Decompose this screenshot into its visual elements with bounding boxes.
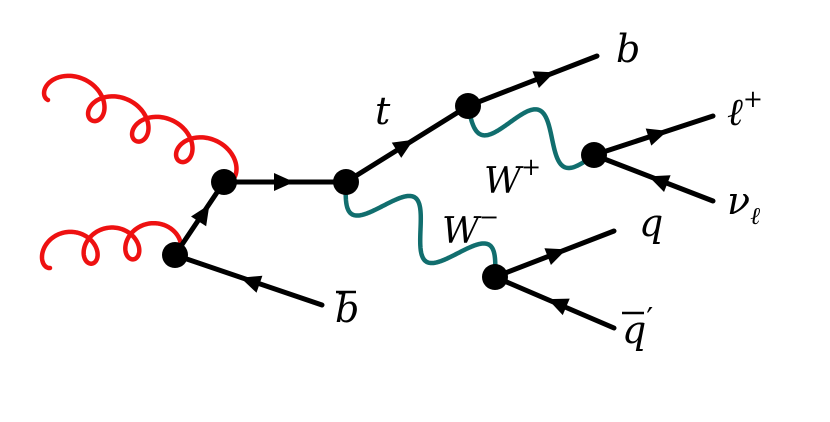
vertex-w-minus-decay — [482, 264, 508, 290]
arrow-top-quark — [391, 139, 414, 158]
label-bottom-quark: b — [616, 27, 640, 71]
label-neutrino: νℓ — [727, 179, 760, 230]
label-w-plus: W+ — [484, 153, 541, 202]
label-antiquark: q′ — [622, 302, 653, 352]
vertex-gluon-lower — [162, 242, 188, 268]
label-w-minus: W− — [442, 203, 499, 252]
arrow-neutrino — [648, 175, 671, 193]
arrow-lepton — [645, 128, 668, 146]
vertex-gluon-upper — [211, 169, 237, 195]
w-minus-boson-line — [343, 179, 498, 280]
gluon-line-top — [41, 73, 239, 185]
vertex-top-decay — [455, 93, 481, 119]
svg-text:q′: q′ — [622, 302, 653, 352]
label-lepton: ℓ+ — [727, 85, 763, 134]
propagator-arrows — [191, 71, 671, 316]
w-plus-boson-line — [465, 103, 597, 171]
vertex-w-plus-decay — [581, 142, 607, 168]
arrow-antiquark — [547, 298, 570, 316]
arrow-up-quark-line — [191, 204, 210, 227]
arrow-bottom-quark — [532, 71, 555, 88]
arrow-anti-bottom — [240, 275, 263, 293]
bottom-quark-line — [465, 53, 600, 109]
label-top-quark: t — [375, 89, 391, 133]
gluon-line-bottom — [39, 220, 184, 271]
arrow-top-propagator — [274, 173, 294, 191]
label-quark-q: q — [639, 201, 663, 245]
svg-text:b: b — [335, 287, 359, 331]
arrow-quark-q — [544, 248, 567, 265]
vertex-top-production — [333, 169, 359, 195]
label-anti-bottom: b — [335, 287, 359, 331]
